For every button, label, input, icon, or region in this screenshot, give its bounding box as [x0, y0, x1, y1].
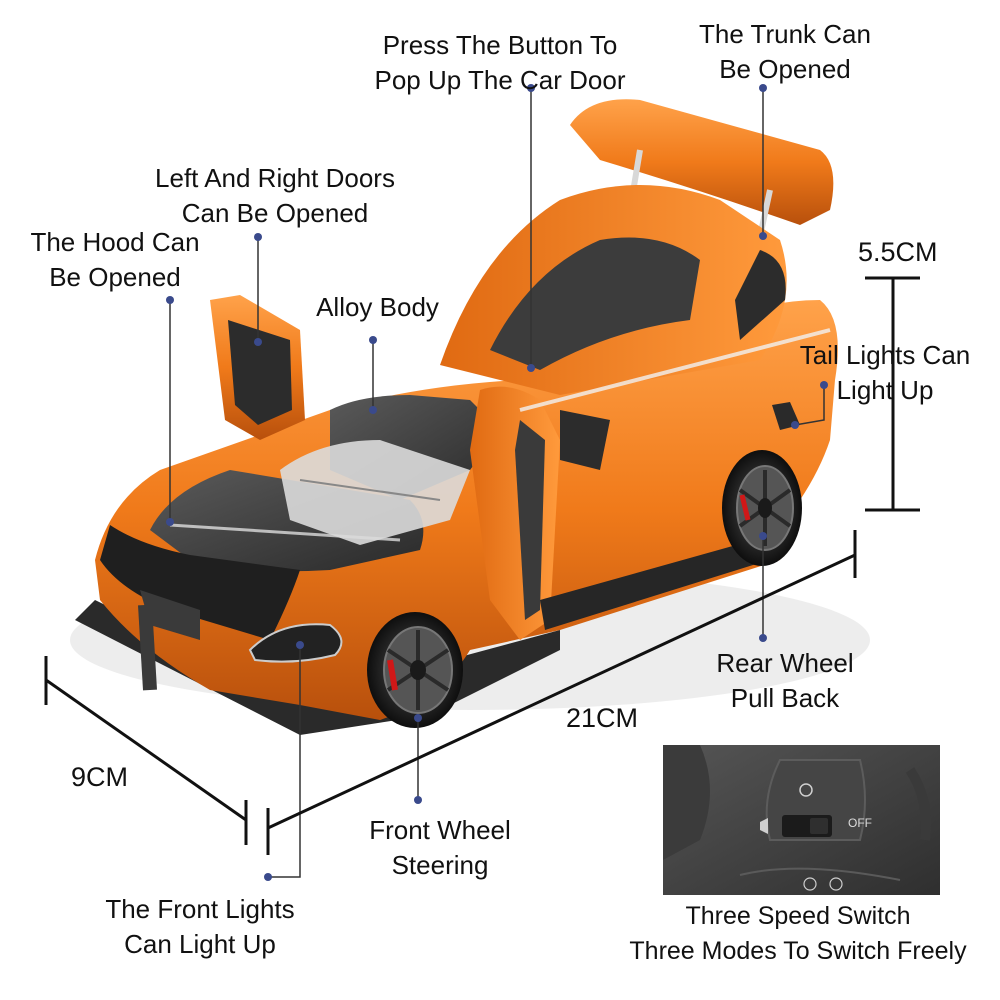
callout-front-wheel: Front Wheel Steering	[340, 813, 540, 883]
callout-text: Front Wheel	[369, 815, 511, 845]
callout-text: The Trunk Can	[699, 19, 871, 49]
switch-panel	[663, 745, 940, 895]
callout-text: The Hood Can	[30, 227, 200, 257]
side-sill	[540, 530, 790, 630]
callout-tail-lights: Tail Lights Can Light Up	[780, 338, 990, 408]
front-fascia	[100, 525, 300, 640]
engine-vents	[490, 237, 700, 370]
switch-off-label: OFF	[848, 816, 872, 830]
right-door	[470, 386, 610, 640]
callout-text: Be Opened	[719, 54, 851, 84]
dimension-length: 21CM	[566, 703, 639, 733]
callout-text: Can Light Up	[124, 929, 276, 959]
callout-text: Left And Right Doors	[155, 163, 395, 193]
callout-rear-wheel: Rear Wheel Pull Back	[690, 646, 880, 716]
dimension-width: 9CM	[71, 762, 129, 792]
callout-text: Tail Lights Can	[799, 340, 971, 370]
callout-hood: The Hood Can Be Opened	[5, 225, 225, 295]
callout-dots	[166, 84, 828, 881]
callout-text: Pull Back	[730, 683, 840, 713]
callout-text: Three Speed Switch	[685, 902, 911, 930]
callout-text: Be Opened	[49, 262, 181, 292]
callout-text: Rear Wheel	[716, 648, 854, 678]
headlight	[248, 623, 343, 663]
callout-switch: Three Speed Switch Three Modes To Switch…	[596, 899, 1000, 969]
callout-lines	[169, 90, 825, 878]
callout-text: Three Modes To Switch Freely	[629, 937, 967, 965]
callout-text: Steering	[391, 850, 489, 880]
callout-front-lights: The Front Lights Can Light Up	[75, 892, 325, 962]
dimension-height: 5.5CM	[858, 237, 938, 267]
callout-alloy-body: Alloy Body	[290, 290, 465, 325]
left-door	[210, 295, 305, 440]
windshield	[280, 440, 470, 545]
callout-text: The Front Lights	[105, 894, 295, 924]
callout-door-button: Press The Button To Pop Up The Car Door	[350, 28, 650, 98]
callout-trunk: The Trunk Can Be Opened	[670, 17, 900, 87]
callout-text: Alloy Body	[316, 292, 439, 322]
callout-text: Pop Up The Car Door	[374, 65, 626, 95]
callout-text: Can Be Opened	[181, 198, 369, 228]
callout-doors: Left And Right Doors Can Be Opened	[125, 161, 425, 231]
rear-wheel	[722, 450, 802, 566]
callout-text: Light Up	[836, 375, 934, 405]
front-wheel	[367, 612, 463, 728]
callout-text: Press The Button To	[382, 30, 618, 60]
dimension-lines	[44, 276, 920, 855]
